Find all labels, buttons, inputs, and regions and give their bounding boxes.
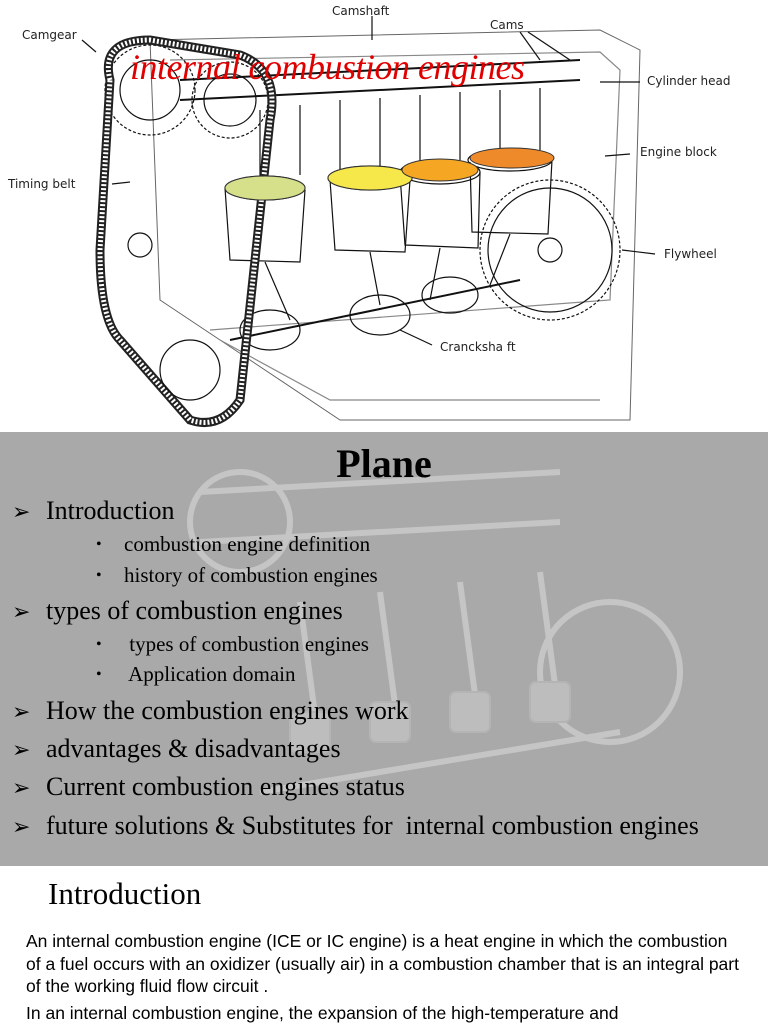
arrow-bullet-icon: ➢ <box>12 600 31 625</box>
arrow-bullet-icon: ➢ <box>12 738 31 763</box>
label-timing-belt: Timing belt <box>8 177 76 191</box>
plan-item-introduction: ➢Introduction <box>12 496 175 525</box>
dot-bullet-icon: • <box>96 636 102 653</box>
plan-subitem: •combustion engine definition <box>96 532 371 556</box>
engine-diagram <box>81 16 656 427</box>
arrow-bullet-icon: ➢ <box>12 500 31 525</box>
plan-item-status: ➢Current combustion engines status <box>12 772 405 801</box>
arrow-bullet-icon: ➢ <box>12 700 31 725</box>
label-camshaft: Camshaft <box>332 4 390 18</box>
plan-item-advantages: ➢advantages & disadvantages <box>12 734 341 763</box>
label-cylinder-head: Cylinder head <box>647 74 731 88</box>
label-crankshaft: Crancksha ft <box>440 340 516 354</box>
dot-bullet-icon: • <box>96 666 102 683</box>
label-camgear: Camgear <box>22 28 77 42</box>
piston-dark-orange <box>469 147 555 169</box>
intro-paragraph: An internal combustion engine (ICE or IC… <box>26 931 739 996</box>
engine-diagram-slide: Camshaft Cams Camgear Cylinder head Engi… <box>0 0 768 432</box>
introduction-title: Introduction <box>48 876 202 911</box>
arrow-bullet-icon: ➢ <box>12 815 31 840</box>
plan-title: Plane <box>336 441 432 486</box>
piston-orange <box>401 158 479 182</box>
introduction-body: An internal combustion engine (ICE or IC… <box>26 930 746 1024</box>
plan-subitem: •history of combustion engines <box>96 563 378 587</box>
plan-item-how-work: ➢How the combustion engines work <box>12 696 409 725</box>
introduction-slide: Introduction An internal combustion engi… <box>0 866 768 1024</box>
label-cams: Cams <box>490 18 524 32</box>
engine-background-image <box>187 469 683 795</box>
piston-green <box>224 175 306 201</box>
dot-bullet-icon: • <box>96 567 102 584</box>
intro-paragraph: In an internal combustion engine, the ex… <box>26 1002 619 1023</box>
plan-item-future: ➢future solutions & Substitutes for inte… <box>12 811 699 840</box>
plan-subitem: • types of combustion engines <box>96 632 369 656</box>
arrow-bullet-icon: ➢ <box>12 776 31 801</box>
dot-bullet-icon: • <box>96 536 102 553</box>
label-engine-block: Engine block <box>640 145 717 159</box>
piston-yellow <box>327 165 413 191</box>
slide-title: internal combustion engines <box>130 47 525 87</box>
label-flywheel: Flywheel <box>664 247 717 261</box>
plan-item-types: ➢types of combustion engines <box>12 596 343 625</box>
plan-slide: Plane ➢Introduction •combustion engine d… <box>0 432 768 866</box>
plan-subitem: • Application domain <box>96 662 296 686</box>
